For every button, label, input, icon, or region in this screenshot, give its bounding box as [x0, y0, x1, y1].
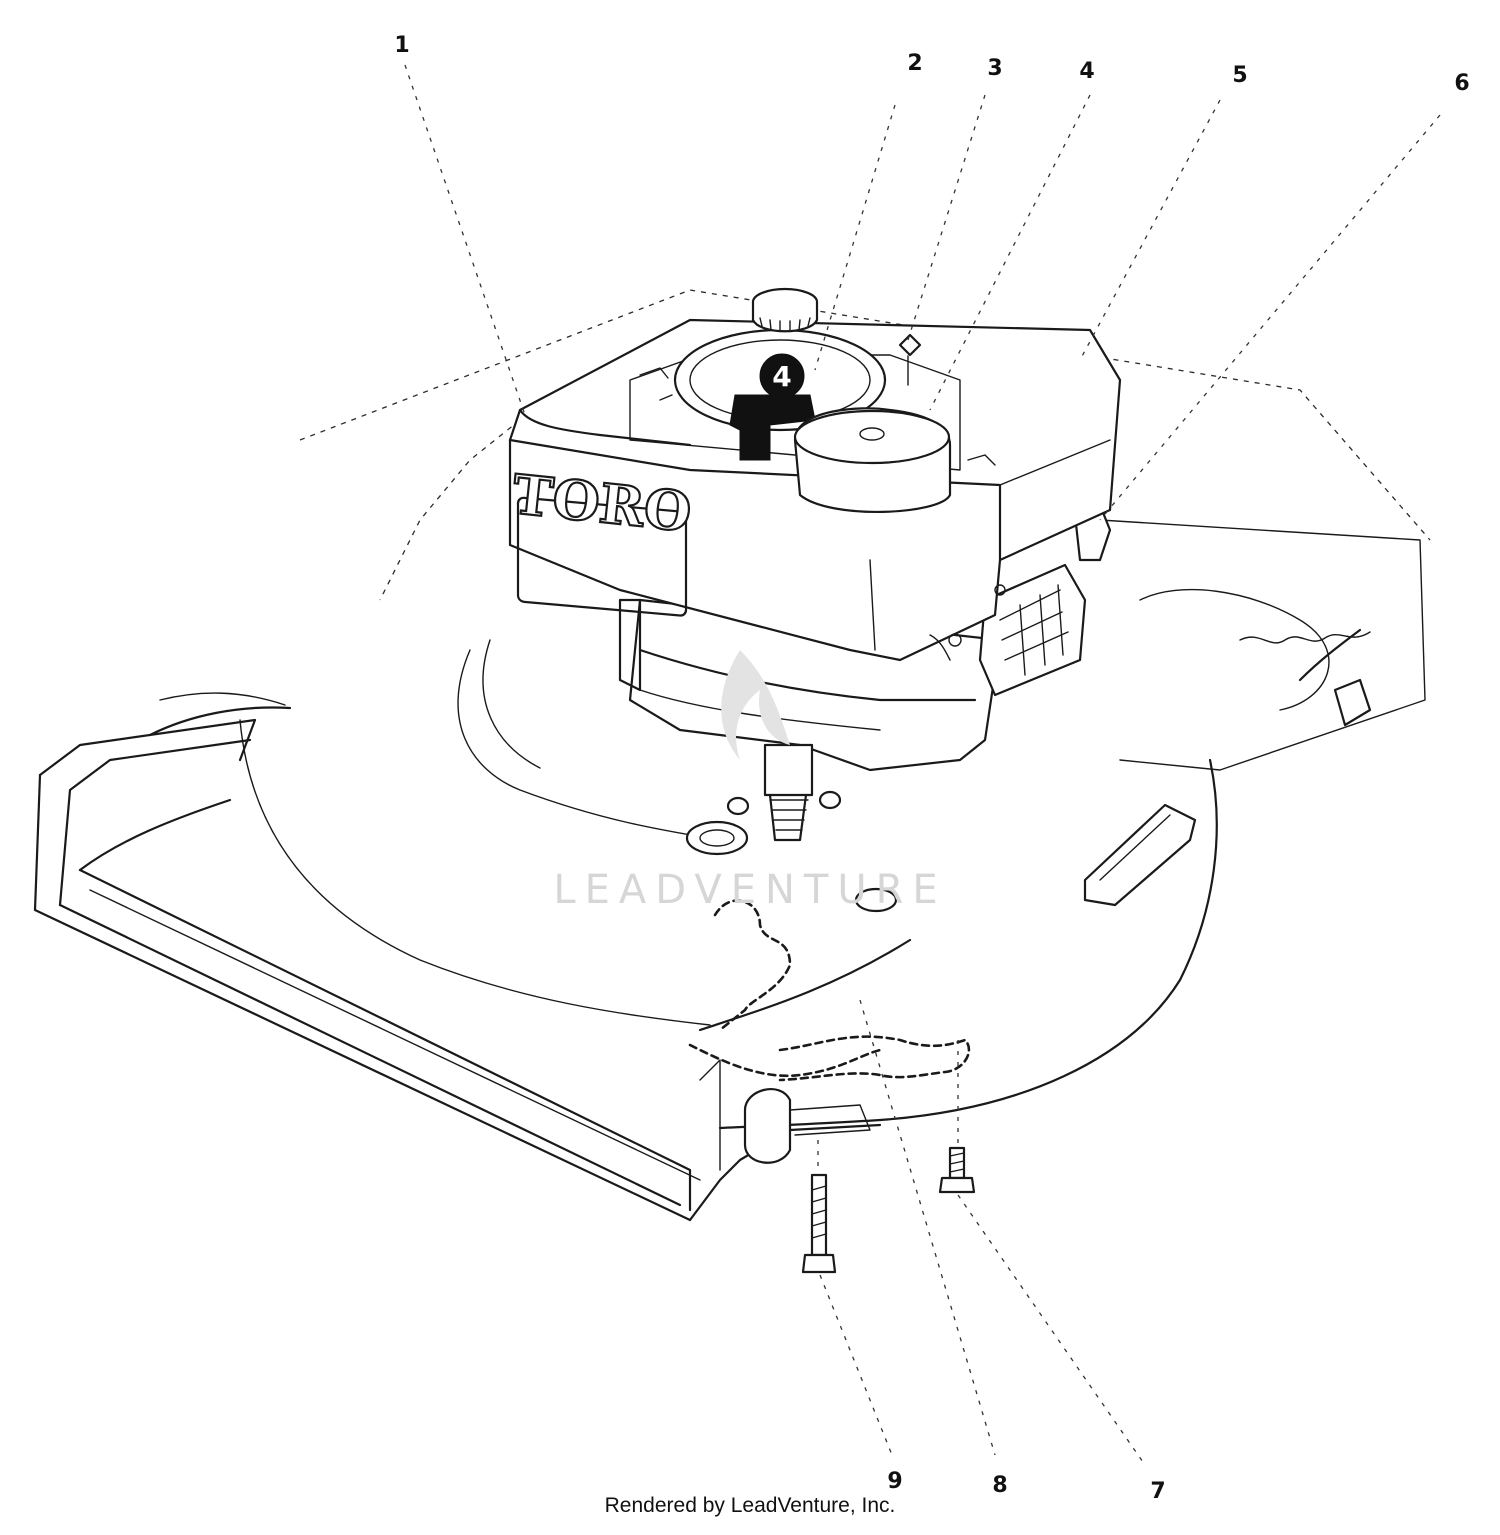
callout-7: 7 — [1150, 1479, 1165, 1504]
watermark: LEADVENTURE — [553, 650, 946, 913]
watermark-text: LEADVENTURE — [553, 867, 946, 913]
starter-handle — [729, 394, 816, 461]
leader-lines — [404, 64, 1441, 1466]
callout-5: 5 — [1232, 63, 1247, 88]
blade-baffle — [688, 899, 971, 1082]
mower-deck — [33, 289, 1431, 1222]
callout-4: 4 — [1079, 59, 1094, 84]
callout-6: 6 — [1454, 71, 1469, 96]
toro-logo-box — [516, 496, 688, 617]
callout-1: 1 — [394, 33, 409, 58]
engine: TORO 4 — [508, 287, 1122, 913]
deck-bolt-right — [938, 1146, 976, 1194]
render-credit: Rendered by LeadVenture, Inc. — [604, 1494, 896, 1517]
callout-9: 9 — [887, 1469, 902, 1494]
callout-8: 8 — [992, 1473, 1007, 1498]
dial-number: 4 — [772, 360, 791, 393]
deck-bolt-left — [801, 1173, 837, 1274]
callout-3: 3 — [987, 56, 1002, 81]
callout-2: 2 — [907, 51, 922, 76]
